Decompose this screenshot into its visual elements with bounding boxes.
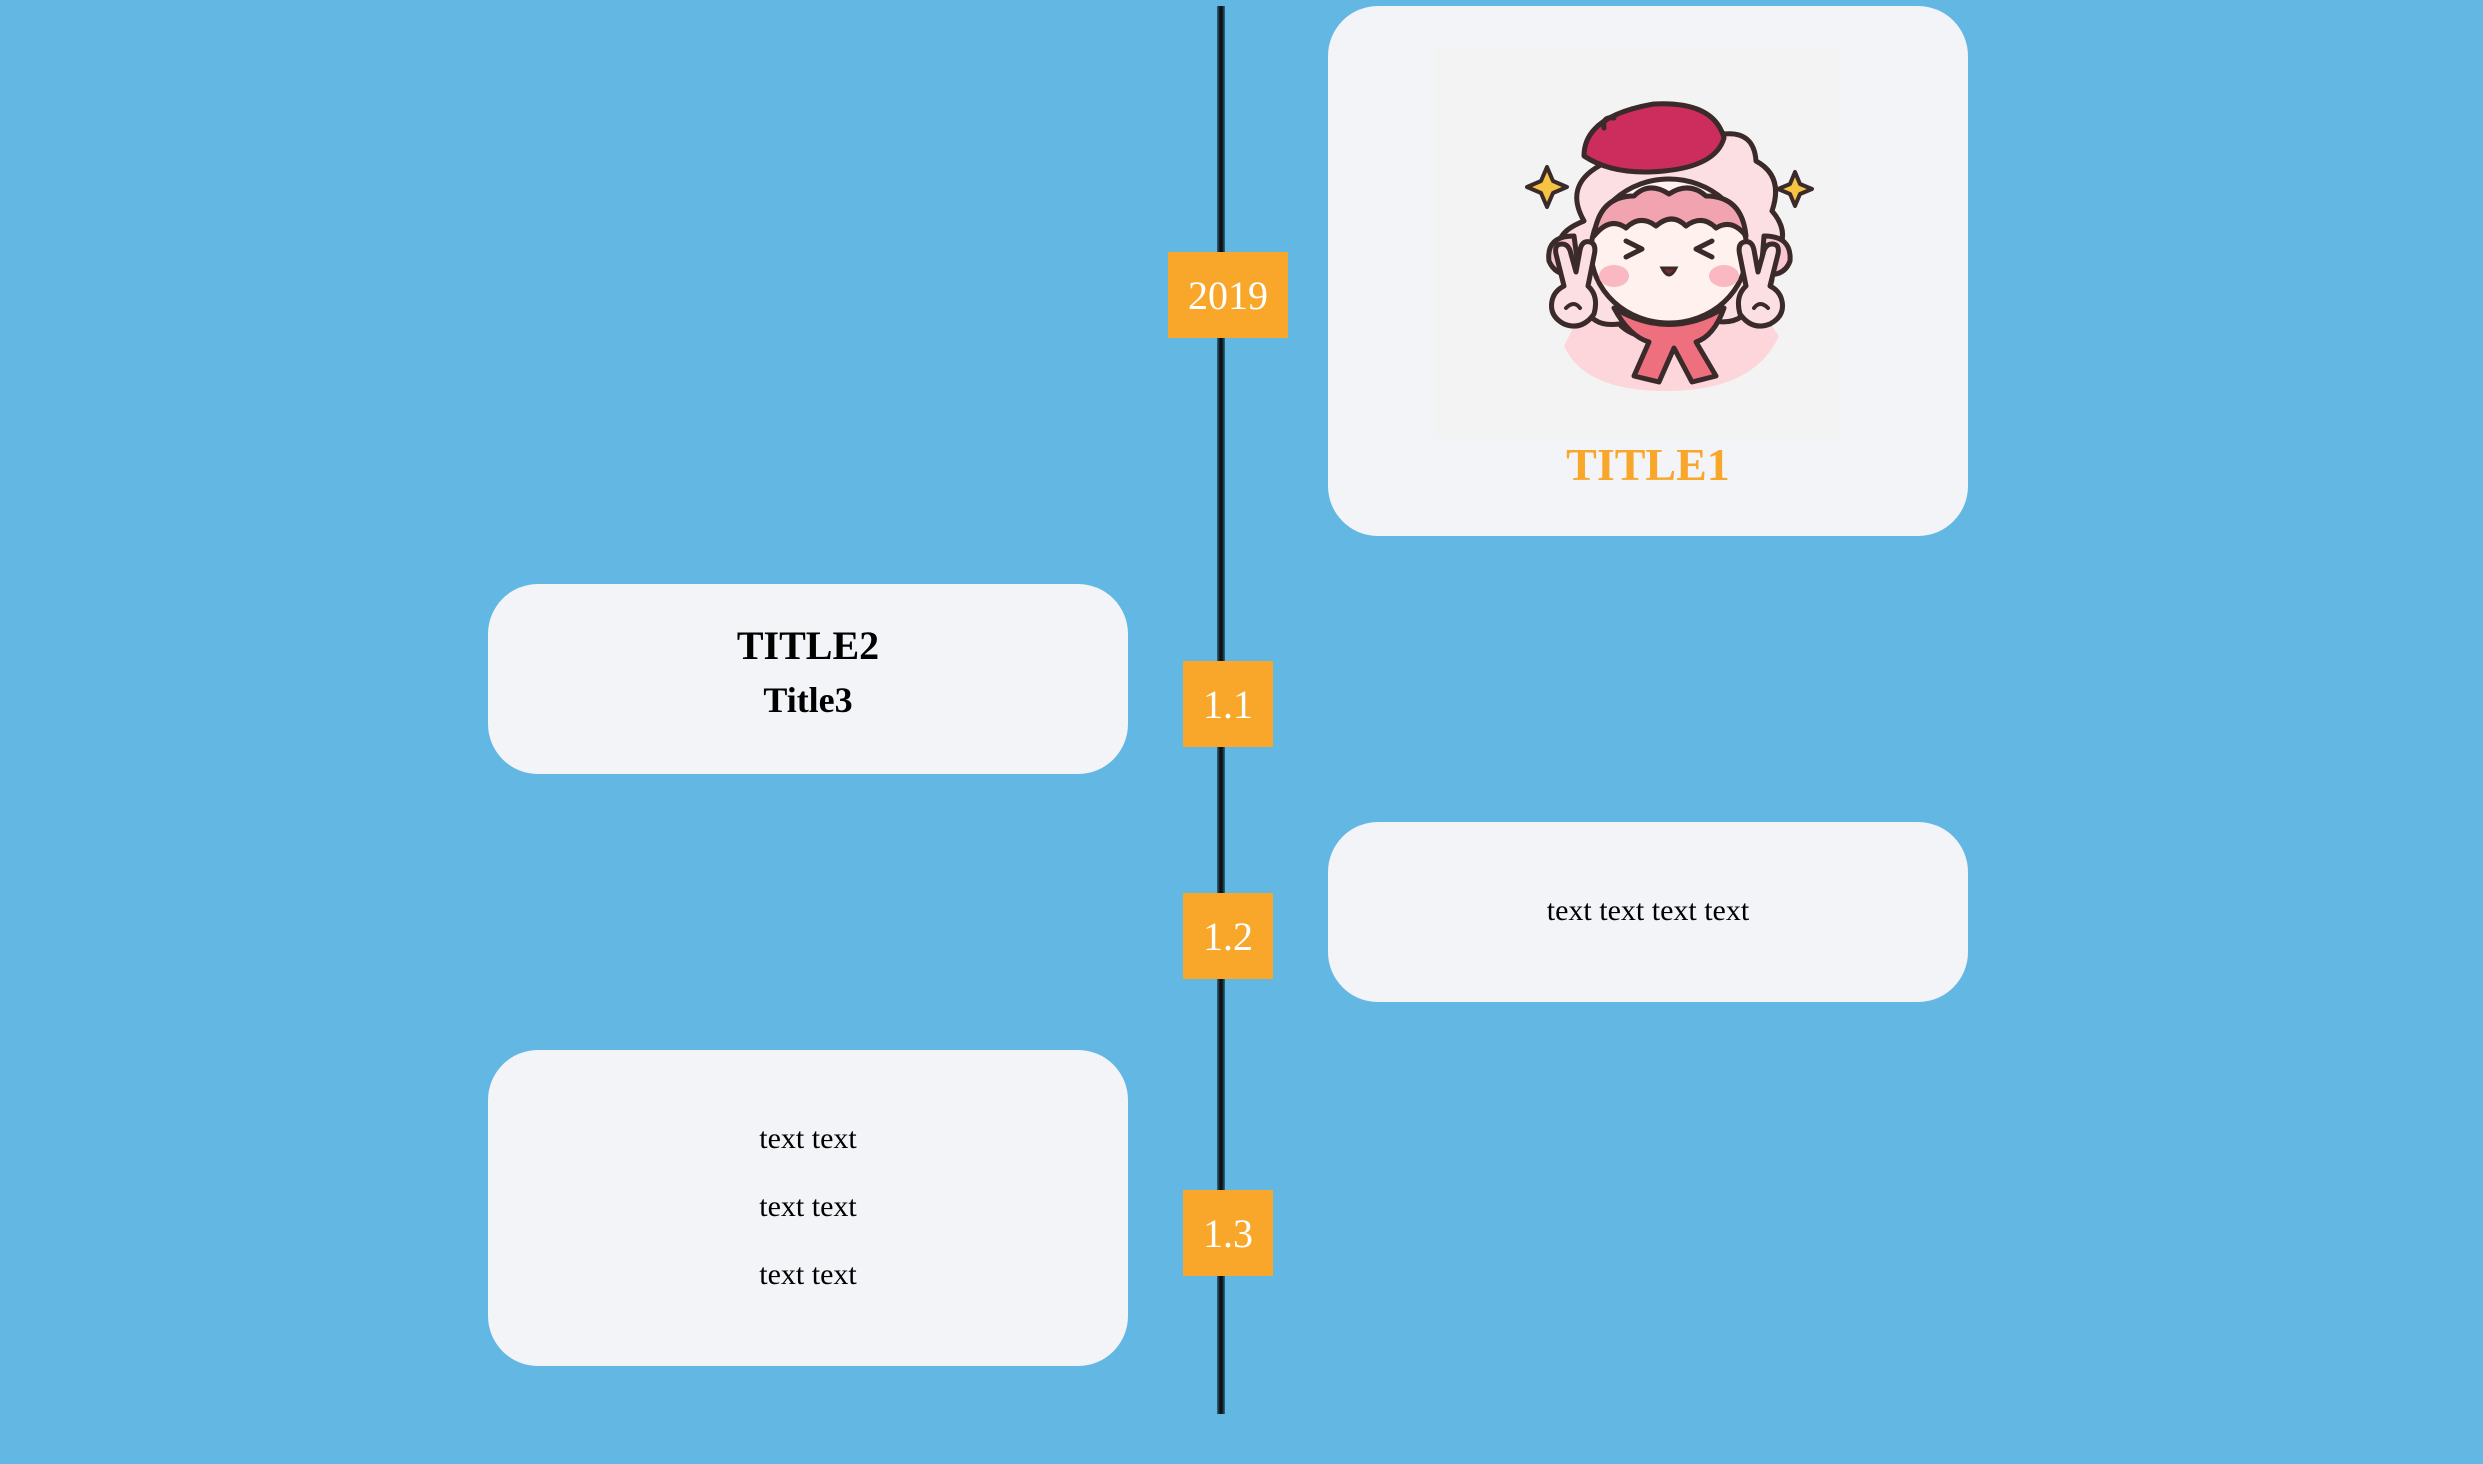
timeline-marker-1-3: 1.3 [1183, 1190, 1273, 1276]
timeline-card-1-2: text text text text [1328, 822, 1968, 1002]
card-subtitle-3: Title3 [763, 680, 853, 720]
card-title-2: TITLE2 [736, 623, 880, 668]
timeline-card-2019: TITLE1 [1328, 6, 1968, 536]
card-text-line-1: text text [759, 1122, 857, 1155]
cartoon-sheep-girl-image [1525, 101, 1814, 391]
timeline-marker-2019: 2019 [1168, 252, 1288, 338]
card-image [1434, 46, 1840, 438]
timeline-marker-1-2: 1.2 [1183, 893, 1273, 979]
card-text-line-3: text text [759, 1258, 857, 1291]
card-title-1: TITLE1 [1566, 439, 1730, 490]
timeline-card-1-3: text text text text text text [488, 1050, 1128, 1366]
card-text: text text text text [1546, 894, 1750, 927]
timeline-card-1-1: TITLE2 Title3 [488, 584, 1128, 774]
timeline-marker-1-1: 1.1 [1183, 661, 1273, 747]
card-text-line-2: text text [759, 1190, 857, 1223]
